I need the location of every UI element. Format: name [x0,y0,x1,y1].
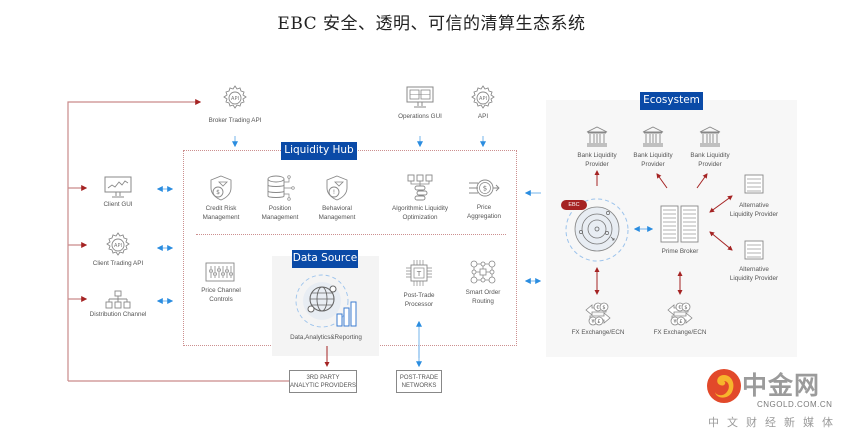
currency-exchange-icon: €$ ¥£ [667,302,693,326]
watermark-name: 中金网 [742,371,821,400]
database-icon [267,175,295,201]
svg-text:$: $ [602,305,605,311]
prime-broker-label: Prime Broker [661,248,699,255]
liquidity-hub-title: Liquidity Hub [281,142,357,160]
post-trade-processor-label: Post-Trade Processor [403,292,435,308]
algorithm-icon [407,174,433,201]
api-label: API [477,113,489,120]
data-source-title: Data Source [292,250,358,268]
svg-text:$: $ [483,185,487,193]
bank-liquidity-provider-label: Bank Liquidity Provider [633,152,673,168]
ebc-core-icon [565,198,629,262]
alternative-liquidity-provider-label: Alternative Liquidity Provider [729,202,779,218]
server-icon [744,174,764,194]
bank-icon [586,126,608,147]
bank-icon [642,126,664,147]
backbone-connector [67,99,289,382]
price-aggregation-label: Price Aggregation [467,204,501,220]
bank-liquidity-provider-label: Bank Liquidity Provider [690,152,730,168]
price-channel-controls-label: Price Channel Controls [201,287,241,303]
svg-text:¥: ¥ [591,319,594,325]
price-aggregation-icon: $ [469,179,500,197]
broker-trading-api-label: Broker Trading API [208,117,262,124]
client-trading-api-label: Client Trading API [92,260,144,267]
operations-gui-label: Operations GUI [398,113,442,120]
third-party-analytic-providers-box: 3RD PARTY ANALYTIC PROVIDERS [289,370,357,393]
page-title: EBC 安全、透明、可信的清算生态系统 [277,14,586,34]
svg-text:£: £ [597,319,600,325]
data-analytics-reporting-label: Data,Analytics&Reporting [290,334,362,341]
ebc-tag: EBC [561,200,587,210]
server-rack-icon [660,205,699,243]
shield-alert-icon: ! [326,175,348,201]
svg-text:$: $ [684,305,687,311]
api-gear-icon: API [471,85,495,109]
client-gui-label: Client GUI [103,201,133,208]
svg-text:!: ! [333,189,335,196]
distribution-channel-label: Distribution Channel [89,311,147,318]
currency-exchange-icon: €$ ¥£ [585,302,611,326]
svg-text:API: API [114,243,122,249]
bank-liquidity-provider-label: Bank Liquidity Provider [577,152,617,168]
chart-monitor-icon [104,176,132,198]
monitor-icon [406,86,434,108]
svg-text:£: £ [679,319,682,325]
post-trade-networks-box: POST-TRADE NETWORKS [396,370,442,393]
smart-order-routing-label: Smart Order Routing [465,289,501,305]
behavioral-management-label: Behavioral Management [318,205,356,221]
bank-icon [699,126,721,147]
org-chart-icon [105,290,131,309]
watermark-slogan: 中文财经新媒体 [708,417,841,429]
svg-text:API: API [479,96,487,102]
fx-exchange-label: FX Exchange/ECN [571,329,625,336]
svg-text:€: € [596,305,599,311]
server-icon [744,240,764,260]
top-blue-arrows [232,136,486,148]
client-blue-arrows [156,186,174,304]
hub-divider [196,234,506,235]
api-gear-icon: API [223,85,247,109]
shield-dollar-icon: $ [210,175,232,201]
api-gear-icon: API [106,232,130,256]
algorithmic-liquidity-label: Algorithmic Liquidity Optimization [392,205,448,221]
ecosystem-title: Ecosystem [640,92,703,110]
svg-text:¥: ¥ [673,319,676,325]
watermark-domain: CNGOLD.COM.CN [757,400,833,409]
fx-exchange-label: FX Exchange/ECN [653,329,707,336]
svg-text:API: API [231,96,239,102]
svg-text:€: € [678,305,681,311]
svg-text:T: T [416,270,422,278]
globe-analytics-icon [295,274,357,328]
credit-risk-label: Credit Risk Management [202,205,240,221]
routing-icon [470,260,496,284]
ecosystem-red-arrows [594,170,733,295]
alternative-liquidity-provider-label: Alternative Liquidity Provider [729,266,779,282]
sliders-icon [205,262,235,282]
position-management-label: Position Management [261,205,299,221]
svg-text:$: $ [216,189,220,196]
chip-icon: T [406,260,432,286]
cngold-logo-icon [707,369,741,403]
